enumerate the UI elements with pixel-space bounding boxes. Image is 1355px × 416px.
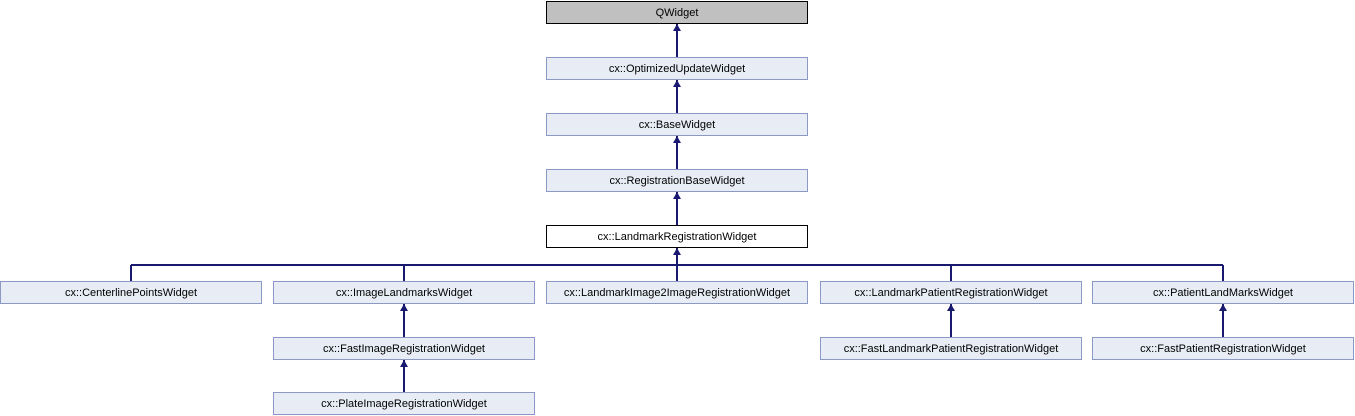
inheritance-edge [950, 304, 952, 337]
class-node-fast-image-registration-widget[interactable]: cx::FastImageRegistrationWidget [273, 337, 535, 360]
inheritance-arrow-icon [400, 360, 408, 367]
class-label: cx::LandmarkImage2ImageRegistrationWidge… [563, 286, 791, 299]
class-node-landmark-registration-widget: cx::LandmarkRegistrationWidget [546, 225, 808, 248]
inheritance-arrow-icon [673, 80, 681, 87]
class-node-base-widget[interactable]: cx::BaseWidget [546, 113, 808, 136]
inheritance-edge [676, 24, 678, 57]
inheritance-arrow-icon [673, 192, 681, 199]
inheritance-edge [403, 265, 405, 281]
class-label: cx::LandmarkRegistrationWidget [597, 230, 757, 243]
inheritance-edge [130, 265, 132, 281]
class-node-plate-image-registration-widget[interactable]: cx::PlateImageRegistrationWidget [273, 392, 535, 415]
inheritance-edge [403, 360, 405, 392]
class-node-landmark-image2image-registration-widget[interactable]: cx::LandmarkImage2ImageRegistrationWidge… [546, 281, 808, 304]
class-label: cx::FastImageRegistrationWidget [322, 342, 485, 355]
inheritance-edge [950, 265, 952, 281]
class-label: cx::BaseWidget [638, 118, 716, 131]
inheritance-arrow-icon [673, 24, 681, 31]
class-label: cx::LandmarkPatientRegistrationWidget [854, 286, 1048, 299]
class-node-fast-landmark-patient-registration-widget[interactable]: cx::FastLandmarkPatientRegistrationWidge… [820, 337, 1082, 360]
class-label: cx::PatientLandMarksWidget [1152, 286, 1293, 299]
class-node-registration-base-widget[interactable]: cx::RegistrationBaseWidget [546, 169, 808, 192]
class-label: cx::FastPatientRegistrationWidget [1140, 342, 1306, 355]
inheritance-edge [676, 136, 678, 169]
class-node-fast-patient-registration-widget[interactable]: cx::FastPatientRegistrationWidget [1092, 337, 1354, 360]
class-node-landmark-patient-registration-widget[interactable]: cx::LandmarkPatientRegistrationWidget [820, 281, 1082, 304]
inheritance-edge [676, 265, 678, 281]
class-label: cx::OptimizedUpdateWidget [608, 62, 746, 75]
class-label: cx::ImageLandmarksWidget [335, 286, 473, 299]
class-node-optimized-update-widget[interactable]: cx::OptimizedUpdateWidget [546, 57, 808, 80]
inheritance-edge [676, 80, 678, 113]
class-node-qwidget: QWidget [546, 1, 808, 24]
class-label: QWidget [655, 6, 699, 19]
class-label: cx::PlateImageRegistrationWidget [321, 397, 487, 410]
class-label: cx::RegistrationBaseWidget [609, 174, 745, 187]
class-label: cx::CenterlinePointsWidget [64, 286, 198, 299]
class-node-centerline-points-widget[interactable]: cx::CenterlinePointsWidget [0, 281, 262, 304]
inheritance-arrow-icon [1219, 304, 1227, 311]
inheritance-arrow-icon [673, 248, 681, 255]
class-label: cx::FastLandmarkPatientRegistrationWidge… [843, 342, 1059, 355]
inheritance-edge [1222, 265, 1224, 281]
inheritance-arrow-icon [400, 304, 408, 311]
class-node-image-landmarks-widget[interactable]: cx::ImageLandmarksWidget [273, 281, 535, 304]
inheritance-arrow-icon [673, 136, 681, 143]
inheritance-edge [1222, 304, 1224, 337]
inheritance-edge [403, 304, 405, 337]
inheritance-arrow-icon [947, 304, 955, 311]
inheritance-edge [676, 192, 678, 225]
inheritance-edge [676, 248, 678, 265]
class-node-patient-landmarks-widget[interactable]: cx::PatientLandMarksWidget [1092, 281, 1354, 304]
